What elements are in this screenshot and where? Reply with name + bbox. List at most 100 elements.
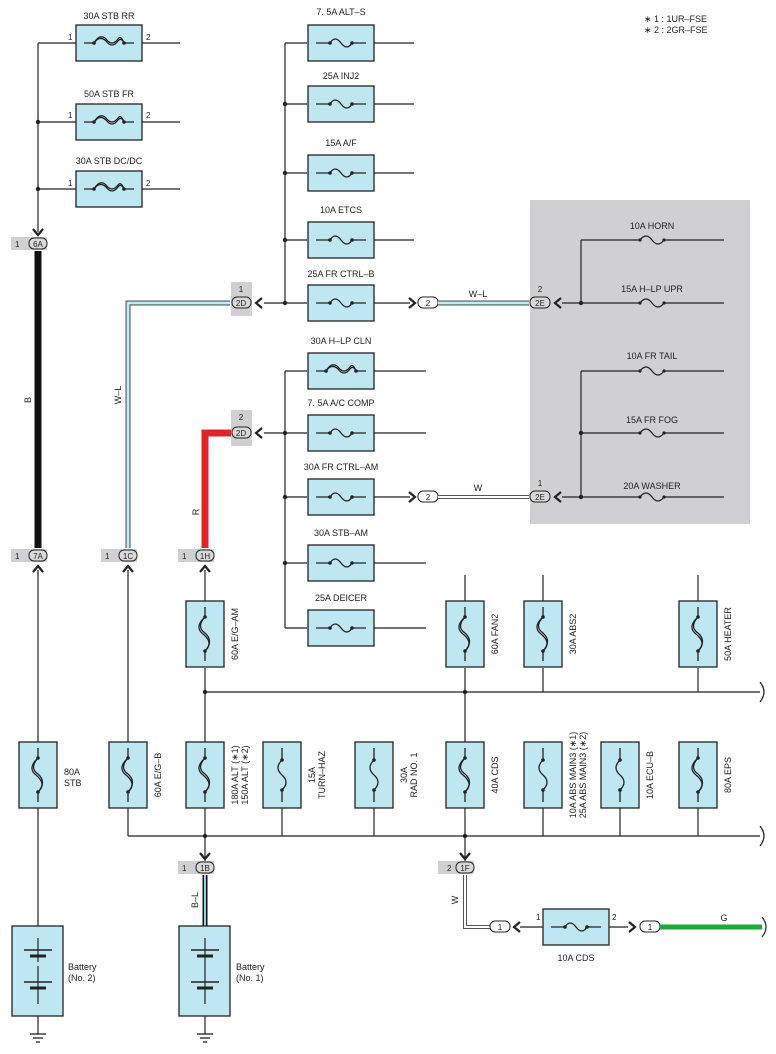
highlight-upper-bus [562, 235, 724, 308]
fuse-60a-eg-am: 60A E/G–AM [185, 600, 240, 668]
svg-text:60A E/G–B: 60A E/G–B [153, 753, 163, 798]
svg-text:Battery: Battery [68, 962, 97, 972]
svg-text:30A ABS2: 30A ABS2 [568, 614, 578, 655]
svg-text:1: 1 [15, 552, 20, 561]
svg-text:60A E/G–AM: 60A E/G–AM [230, 608, 240, 660]
fuse-10a-etcs: 10A ETCS [307, 205, 375, 259]
svg-text:2: 2 [426, 299, 431, 308]
svg-text:40A CDS: 40A CDS [490, 756, 500, 793]
fuse-25a-deicer: 25A DEICER [307, 593, 375, 647]
fuse-30a-h-lp-cln: 30A H–LP CLN [307, 336, 375, 390]
svg-text:2: 2 [538, 285, 543, 294]
fuse-15a-h-lp-upr: 15A H–LP UPR [621, 284, 683, 294]
svg-text:(No. 1): (No. 1) [236, 973, 264, 983]
svg-text:1: 1 [239, 285, 244, 294]
wire-label-wl-left: W–L [113, 386, 123, 405]
svg-text:(No. 2): (No. 2) [68, 973, 96, 983]
svg-text:1B: 1B [200, 864, 210, 873]
svg-text:150A ALT (∗2): 150A ALT (∗2) [240, 745, 250, 804]
svg-text:60A FAN2: 60A FAN2 [490, 614, 500, 655]
svg-text:1F: 1F [460, 864, 469, 873]
svg-text:1: 1 [15, 240, 20, 249]
svg-text:2D: 2D [236, 299, 246, 308]
svg-text:15A: 15A [307, 767, 317, 783]
svg-text:1: 1 [68, 179, 73, 188]
highlight-lower-bus [562, 366, 724, 502]
wire-label-r: R [191, 508, 201, 515]
svg-text:30A STB–AM: 30A STB–AM [314, 528, 368, 538]
connector-1h: 1 1H [178, 549, 215, 574]
svg-text:10A CDS: 10A CDS [557, 953, 594, 963]
svg-text:2D: 2D [236, 429, 246, 438]
connector-6a: 1 6A [11, 227, 48, 250]
svg-text:2: 2 [612, 913, 617, 922]
fuse-30a-stb-rr: 30A STB RR 1 2 [68, 11, 151, 62]
svg-text:TURN–HAZ: TURN–HAZ [317, 751, 327, 800]
fuse-15a-af: 15A A/F [307, 138, 375, 192]
inline-connector-1-left: 1 [489, 920, 522, 934]
connector-2e-upper: 2 2E [529, 285, 563, 310]
connector-7a: 1 7A [11, 549, 48, 574]
svg-text:1: 1 [182, 552, 187, 561]
fuse-10a-cds: 1 2 10A CDS [536, 908, 617, 963]
fuse-10a-fr-tail: 10A FR TAIL [627, 351, 678, 361]
wire-r [201, 429, 231, 548]
wire-label-w-bottom: W [450, 895, 460, 904]
fuse-alt: 180A ALT (∗1) 150A ALT (∗2) [185, 741, 250, 809]
svg-text:30A FR CTRL–AM: 30A FR CTRL–AM [304, 462, 379, 472]
svg-text:RAD NO. 1: RAD NO. 1 [409, 752, 419, 797]
fuse-30a-rad-no-1: 30A RAD NO. 1 [354, 741, 419, 809]
fuse-30a-stb-dcdc: 30A STB DC/DC 1 2 [68, 156, 151, 208]
wire-label-wl-right: W–L [469, 289, 488, 299]
svg-text:1: 1 [536, 913, 541, 922]
svg-text:1H: 1H [200, 552, 210, 561]
fuse-50a-stb-fr: 50A STB FR 1 2 [68, 89, 151, 141]
svg-text:2: 2 [146, 179, 151, 188]
svg-text:1: 1 [498, 923, 503, 932]
wire-label-g: G [720, 913, 727, 923]
highlight-box [530, 200, 750, 524]
fuse-30a-fr-ctrl-am: 30A FR CTRL–AM [304, 462, 379, 516]
fuse-80a-stb: 80A STB [18, 741, 82, 809]
fuse-20a-washer: 20A WASHER [623, 481, 681, 491]
inline-connector-1-right: 1 [627, 920, 661, 934]
svg-text:1: 1 [68, 111, 73, 120]
fuse-80a-eps: 80A EPS [678, 741, 733, 809]
fuse-15a-fr-fog: 15A FR FOG [626, 415, 678, 425]
svg-text:30A: 30A [399, 767, 409, 783]
svg-text:7. 5A A/C COMP: 7. 5A A/C COMP [307, 398, 374, 408]
inline-connector-2-lower: 2 [407, 490, 439, 504]
svg-text:30A STB DC/DC: 30A STB DC/DC [76, 156, 143, 166]
svg-text:50A HEATER: 50A HEATER [723, 607, 733, 661]
svg-text:25A INJ2: 25A INJ2 [323, 71, 360, 81]
svg-text:1: 1 [182, 864, 187, 873]
svg-text:25A ABS MAIN3 (∗2): 25A ABS MAIN3 (∗2) [578, 732, 588, 819]
svg-text:6A: 6A [33, 240, 43, 249]
svg-text:80A: 80A [64, 767, 80, 777]
svg-text:25A DEICER: 25A DEICER [315, 593, 368, 603]
connector-2d-lower: 2 2D [231, 410, 264, 446]
fuse-abs-main3: 10A ABS MAIN3 (∗1) 25A ABS MAIN3 (∗2) [523, 732, 588, 819]
svg-text:2E: 2E [535, 493, 545, 502]
svg-text:15A A/F: 15A A/F [325, 138, 357, 148]
svg-text:2E: 2E [535, 299, 545, 308]
fuse-40a-cds: 40A CDS [445, 741, 500, 809]
wire-wl-left [125, 300, 230, 548]
fuse-30a-abs2: 30A ABS2 [523, 600, 578, 668]
wire-label-b: B [23, 397, 33, 403]
svg-text:1: 1 [538, 479, 543, 488]
fuse-50a-heater: 50A HEATER [678, 600, 733, 668]
svg-text:25A FR CTRL–B: 25A FR CTRL–B [307, 269, 374, 279]
svg-text:2: 2 [239, 413, 244, 422]
note-1: ∗ 1 : 1UR–FSE [644, 14, 707, 24]
svg-text:2: 2 [426, 493, 431, 502]
svg-text:7A: 7A [33, 552, 43, 561]
note-2: ∗ 2 : 2GR–FSE [644, 25, 708, 35]
svg-text:30A STB RR: 30A STB RR [83, 11, 135, 21]
svg-text:1: 1 [105, 552, 110, 561]
fuse-60a-eg-b: 60A E/G–B [108, 741, 163, 809]
fuse-7-5a-alt-s: 7. 5A ALT–S [307, 7, 375, 62]
svg-text:1: 1 [648, 923, 653, 932]
svg-text:30A H–LP CLN: 30A H–LP CLN [311, 336, 372, 346]
lower-bus [264, 370, 426, 629]
